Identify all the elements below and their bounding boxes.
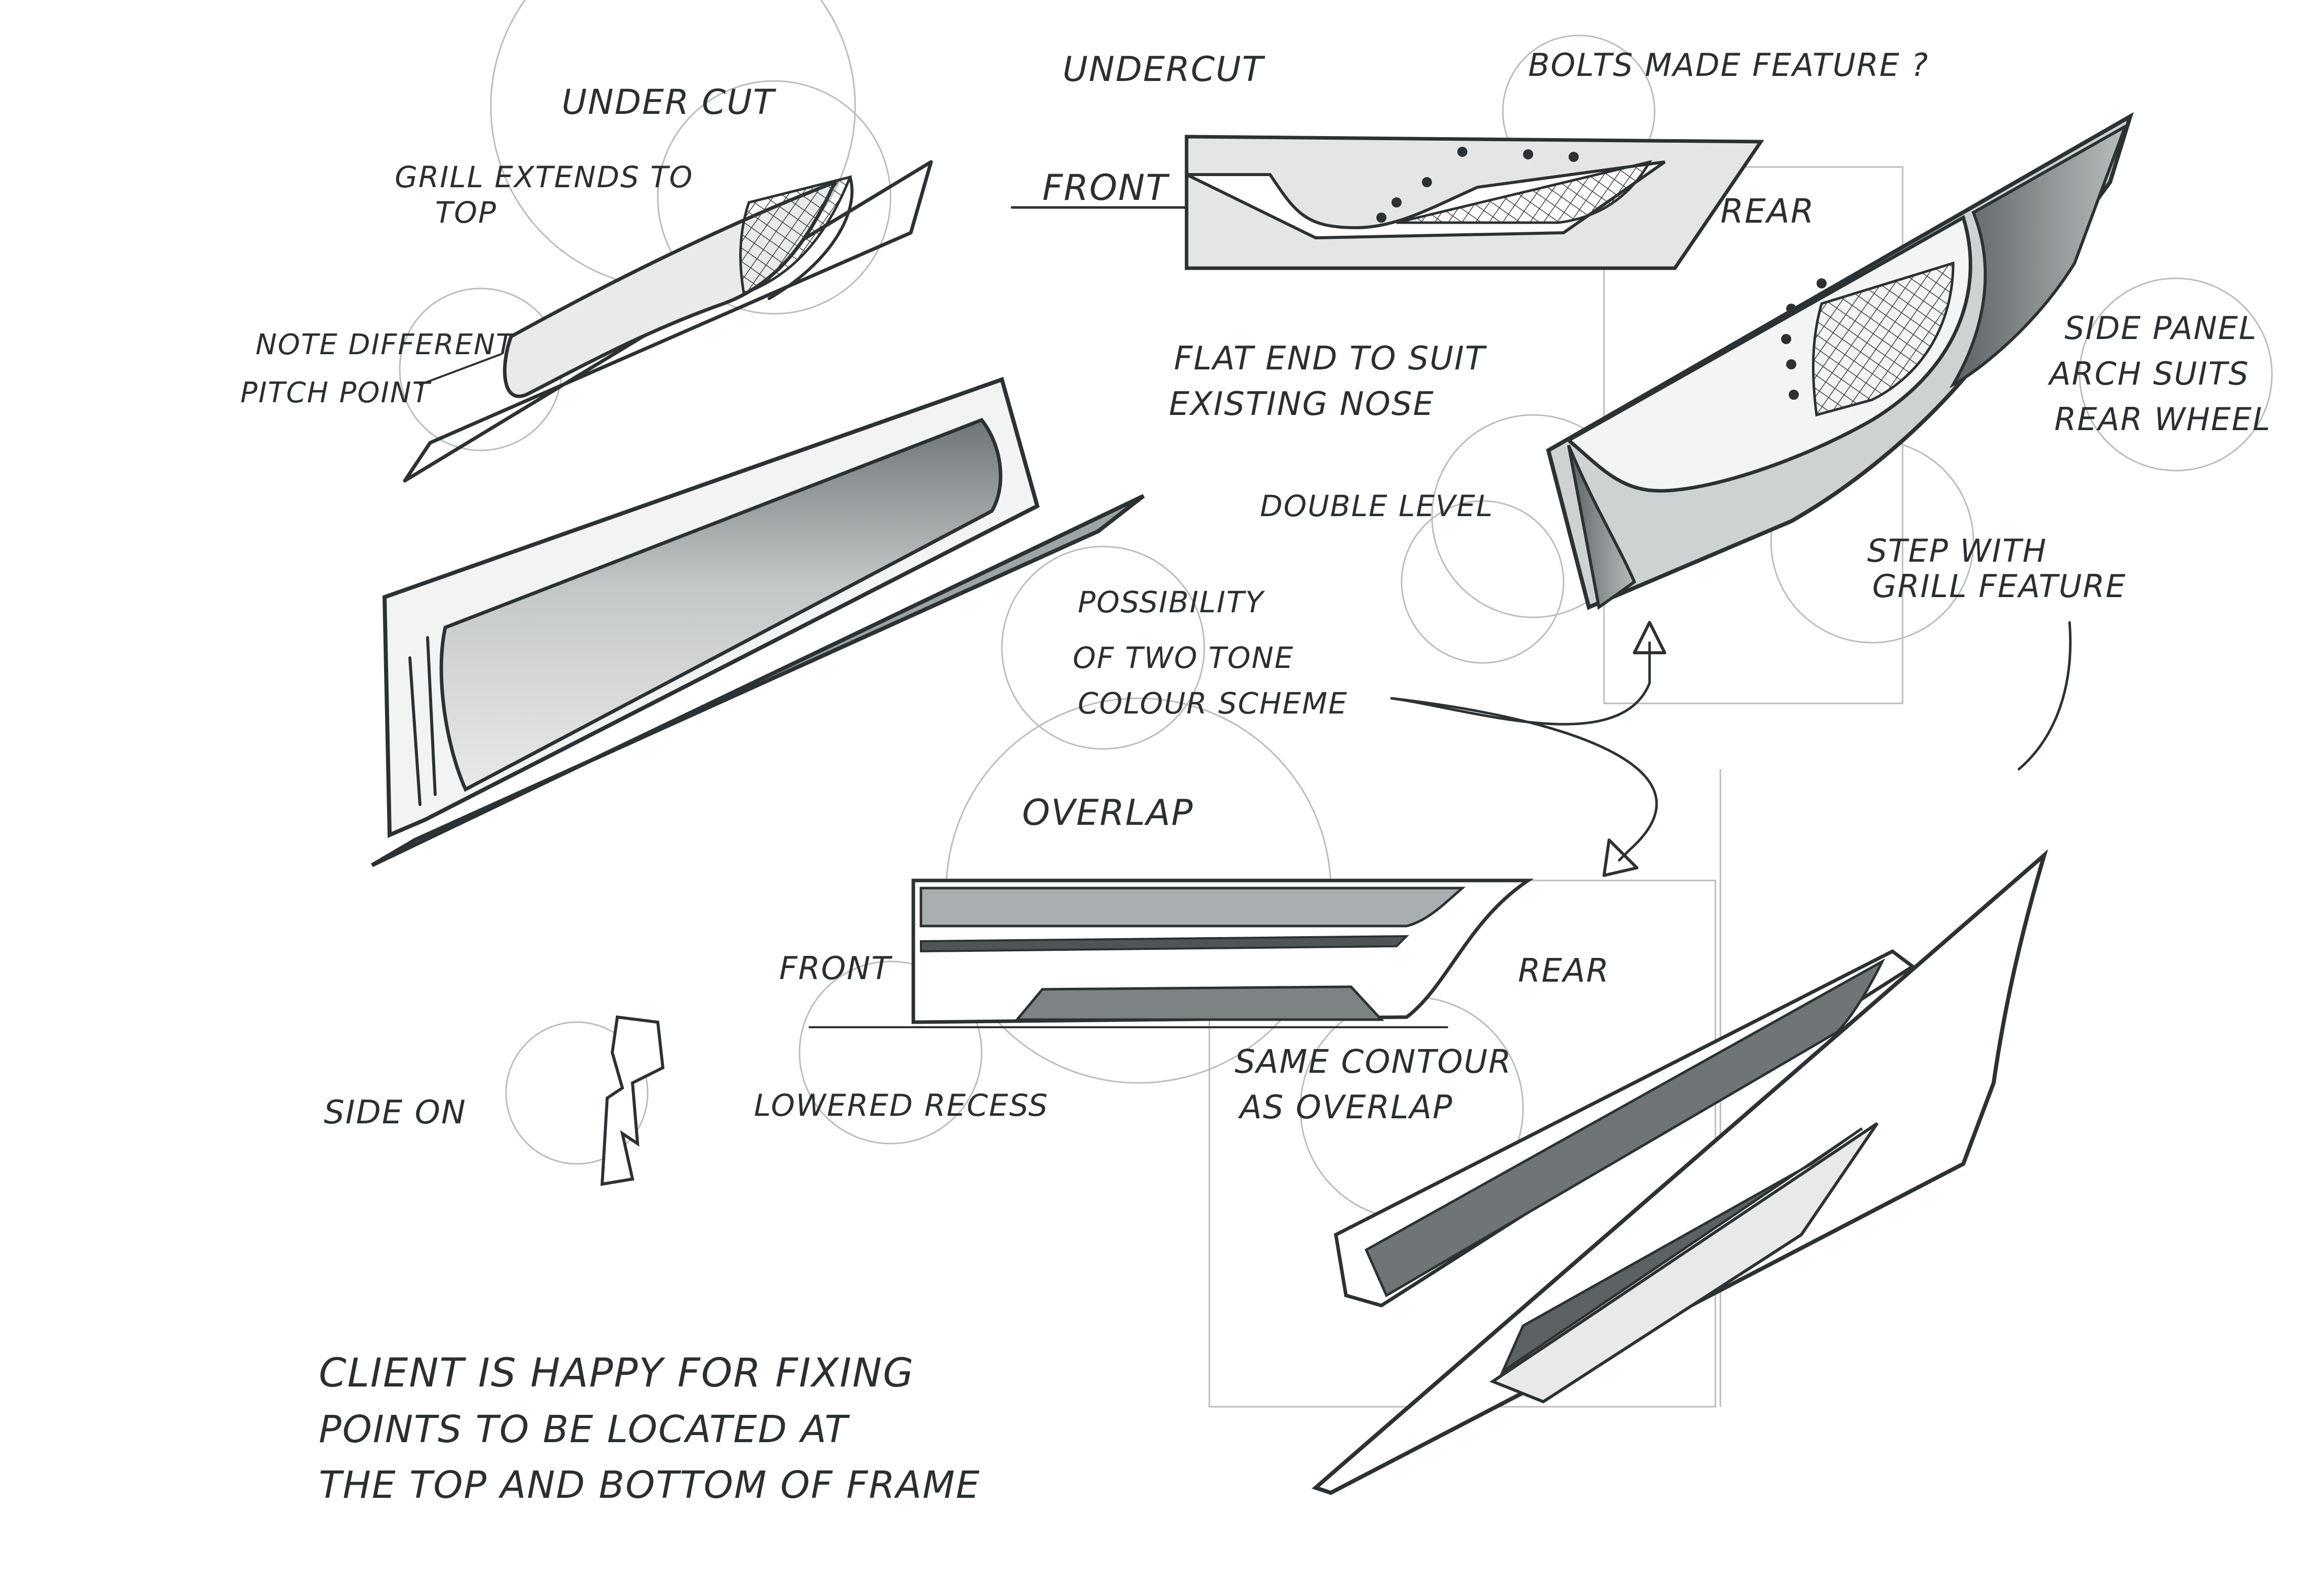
- client-note-line2: POINTS TO BE LOCATED AT: [319, 1408, 851, 1451]
- label-front-mid: FRONT: [779, 950, 893, 987]
- perspective-sketch-lower-recess: [1312, 849, 2048, 1495]
- label-double-level: DOUBLE LEVEL: [1260, 489, 1494, 523]
- label-side-panel-line1: SIDE PANEL: [2064, 310, 2257, 347]
- label-same-contour-line2: AS OVERLAP: [1238, 1089, 1453, 1126]
- label-same-contour-line1: SAME CONTOUR: [1235, 1043, 1512, 1081]
- guide-circle: [798, 960, 983, 1145]
- panel-sketch-grill-top: [403, 160, 933, 483]
- guide-circle: [1001, 545, 1205, 750]
- label-side-panel-line3: REAR WHEEL: [2054, 401, 2271, 438]
- label-bolts-made-feature: BOLTS MADE FEATURE ?: [1528, 47, 1929, 83]
- panel-sketch-long-shaded: [370, 376, 1145, 867]
- label-side-on: SIDE ON: [324, 1094, 467, 1131]
- leader-lines: [1390, 621, 2072, 877]
- label-undercut-left: UNDER CUT: [562, 82, 776, 122]
- label-grill-extends-line2: TOP: [435, 195, 497, 230]
- guide-circle: [505, 1021, 649, 1165]
- guide-circle: [657, 80, 892, 315]
- label-lowered-recess: LOWERED RECESS: [754, 1088, 1048, 1123]
- label-step-with-line2: GRILL FEATURE: [1872, 568, 2126, 605]
- elevation-sketch-overlap: [809, 878, 1534, 1028]
- label-side-panel-line2: ARCH SUITS: [2047, 355, 2249, 392]
- label-flat-end-line2: EXISTING NOSE: [1169, 386, 1435, 423]
- label-note-different-line2: PITCH POINT: [240, 376, 432, 409]
- client-note-line3: THE TOP AND BOTTOM OF FRAME: [319, 1463, 981, 1507]
- label-note-different-line1: NOTE DIFFERENT: [256, 328, 515, 361]
- label-flat-end-line1: FLAT END TO SUIT: [1174, 340, 1487, 377]
- profile-sketch-side-on: [600, 1015, 665, 1186]
- guide-circle: [2079, 277, 2273, 472]
- label-undercut-top: UNDERCUT: [1063, 50, 1265, 90]
- label-overlap: OVERLAP: [1022, 792, 1194, 833]
- label-rear-top: REAR: [1720, 192, 1815, 231]
- perspective-sketch-grill-feature: [1546, 112, 2134, 610]
- label-step-with-line1: STEP WITH: [1867, 532, 2047, 569]
- label-possibility-line1: POSSIBILITY: [1078, 585, 1266, 619]
- label-possibility-line2: OF TWO TONE: [1073, 641, 1294, 675]
- label-possibility-line3: COLOUR SCHEME: [1078, 686, 1348, 721]
- label-front-top: FRONT: [1042, 167, 1170, 208]
- guide-circle: [1401, 500, 1565, 664]
- label-rear-mid: REAR: [1518, 952, 1610, 990]
- label-grill-extends-line1: GRILL EXTENDS TO: [395, 160, 693, 194]
- client-note-line1: CLIENT IS HAPPY FOR FIXING: [319, 1351, 914, 1396]
- elevation-sketch-undercut: [1010, 135, 1764, 270]
